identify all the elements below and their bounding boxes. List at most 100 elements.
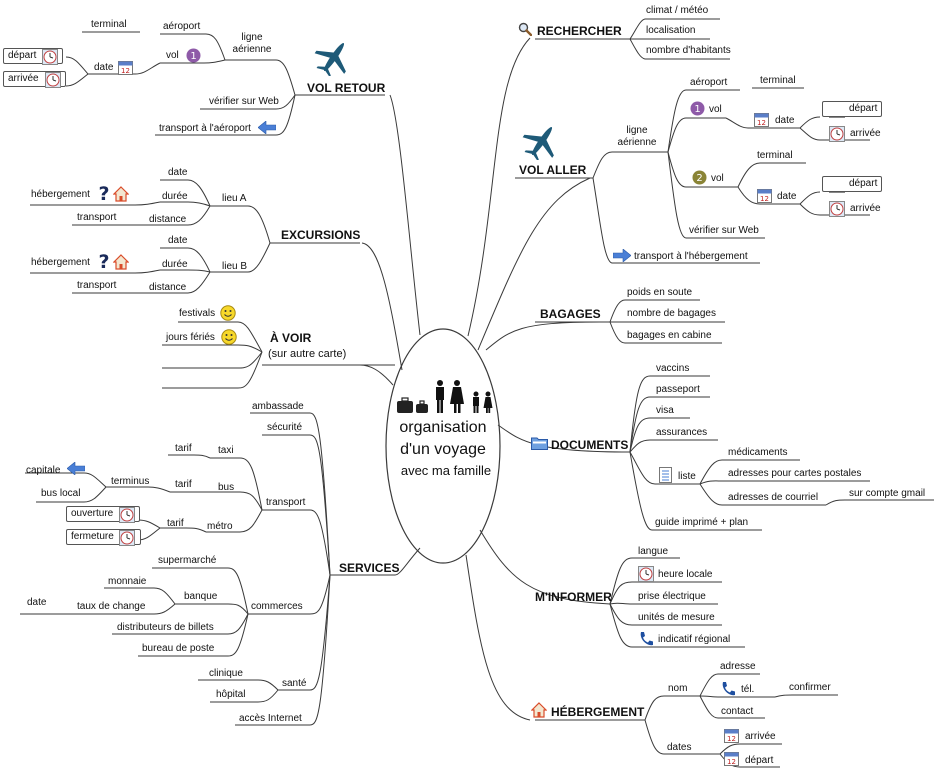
bagages-item[interactable]: bagages en cabine (627, 330, 712, 341)
vol-aller-depart2[interactable]: départ (822, 176, 883, 192)
services-ambassade[interactable]: ambassade (252, 401, 304, 412)
excursions-distance-a[interactable]: distance (149, 214, 187, 225)
services-metro[interactable]: métro (207, 521, 233, 532)
services-capitale[interactable]: capitale (26, 465, 61, 476)
documents-liste[interactable]: liste (678, 471, 696, 482)
branch-excursions[interactable]: EXCURSIONS (281, 228, 361, 242)
a-voir-item[interactable]: festivals (179, 308, 216, 319)
documents-liste-item[interactable]: médicaments (728, 447, 788, 458)
vol-aller-verifier[interactable]: vérifier sur Web (689, 225, 759, 236)
branch-bagages[interactable]: BAGAGES (540, 307, 601, 321)
minformer-item[interactable]: indicatif régional (658, 634, 731, 645)
vol-retour-date[interactable]: date (94, 62, 114, 73)
bagages-item[interactable]: nombre de bagages (627, 308, 716, 319)
services-tarif-metro[interactable]: tarif (167, 518, 184, 529)
branch-vol-aller[interactable]: VOL ALLER (519, 163, 587, 177)
excursions-hebergement-b[interactable]: hébergement (31, 257, 90, 268)
excursions-transport-a[interactable]: transport (77, 212, 117, 223)
documents-liste-item[interactable]: adresses de courriel (728, 492, 819, 503)
branch-minformer[interactable]: M'INFORMER (535, 590, 612, 604)
branch-services[interactable]: SERVICES (339, 561, 400, 575)
hebergement-adresse[interactable]: adresse (720, 661, 756, 672)
rechercher-item[interactable]: climat / météo (646, 5, 709, 16)
vol-aller-aeroport[interactable]: aéroport (690, 77, 728, 88)
services-clinique[interactable]: clinique (209, 668, 243, 679)
excursions-lieu-a[interactable]: lieu A (222, 193, 247, 204)
vol-aller-transport[interactable]: transport à l'hébergement (634, 251, 748, 262)
vol-retour-transport[interactable]: transport à l'aéroport (159, 123, 251, 134)
hebergement-dates[interactable]: dates (667, 742, 692, 753)
excursions-hebergement-a[interactable]: hébergement (31, 189, 90, 200)
vol-retour-aeroport[interactable]: aéroport (163, 21, 201, 32)
services-commerces[interactable]: commerces (251, 601, 303, 612)
services-tarif-taxi[interactable]: tarif (175, 443, 192, 454)
vol-aller-terminal[interactable]: terminal (760, 75, 796, 86)
branch-a-voir[interactable]: À VOIR (270, 331, 312, 345)
services-taux[interactable]: taux de change (77, 601, 146, 612)
hebergement-nom[interactable]: nom (668, 683, 688, 694)
minformer-item[interactable]: heure locale (658, 569, 713, 580)
vol-aller-vol2[interactable]: vol (711, 173, 724, 184)
documents-item[interactable]: vaccins (656, 363, 690, 374)
excursions-lieu-b[interactable]: lieu B (222, 261, 248, 272)
vol-retour-verifier[interactable]: vérifier sur Web (209, 96, 279, 107)
excursions-transport-b[interactable]: transport (77, 280, 117, 291)
services-distributeurs[interactable]: distributeurs de billets (117, 622, 214, 633)
services-bus-local[interactable]: bus local (41, 488, 81, 499)
documents-guide[interactable]: guide imprimé + plan (655, 517, 749, 528)
excursions-date-b[interactable]: date (168, 235, 188, 246)
services-monnaie[interactable]: monnaie (108, 576, 147, 587)
services-sante[interactable]: santé (282, 678, 307, 689)
phone-icon (720, 681, 736, 702)
rechercher-item[interactable]: nombre d'habitants (646, 45, 731, 56)
vol-aller-ligne[interactable]: ligne aérienne (617, 125, 657, 148)
branch-hebergement[interactable]: HÉBERGEMENT (551, 705, 645, 719)
documents-item[interactable]: passeport (656, 384, 700, 395)
services-taxi[interactable]: taxi (218, 445, 234, 456)
hebergement-arrivee[interactable]: arrivée (745, 731, 776, 742)
calendar-icon: 12 (757, 188, 772, 208)
vol-retour-vol[interactable]: vol (166, 50, 179, 61)
vol-retour-terminal[interactable]: terminal (91, 19, 127, 30)
branch-documents[interactable]: DOCUMENTS (551, 438, 629, 452)
rechercher-item[interactable]: localisation (646, 25, 696, 36)
bagages-item[interactable]: poids en soute (627, 287, 693, 298)
a-voir-item[interactable]: jours fériés (166, 332, 215, 343)
minformer-item[interactable]: langue (638, 546, 669, 557)
branch-rechercher[interactable]: RECHERCHER (537, 24, 622, 38)
documents-liste-item[interactable]: adresses pour cartes postales (728, 468, 862, 479)
services-bus[interactable]: bus (218, 482, 235, 493)
services-internet[interactable]: accès Internet (239, 713, 302, 724)
vol-aller-vol1[interactable]: vol (709, 104, 722, 115)
vol-aller-date1[interactable]: date (775, 115, 795, 126)
vol-retour-ligne[interactable]: ligne aérienne (232, 32, 272, 55)
vol-aller-arrivee1[interactable]: arrivée (850, 128, 881, 139)
excursions-date-a[interactable]: date (168, 167, 188, 178)
excursions-duree-a[interactable]: durée (162, 191, 188, 202)
services-tarif-bus[interactable]: tarif (175, 479, 192, 490)
hebergement-confirmer[interactable]: confirmer (789, 682, 831, 693)
vol-aller-terminal2[interactable]: terminal (757, 150, 793, 161)
minformer-item[interactable]: prise électrique (638, 591, 706, 602)
services-transport[interactable]: transport (266, 497, 306, 508)
vol-aller-arrivee2[interactable]: arrivée (850, 203, 881, 214)
minformer-item[interactable]: unités de mesure (638, 612, 715, 623)
documents-gmail[interactable]: sur compte gmail (849, 488, 926, 499)
services-hopital[interactable]: hôpital (216, 689, 246, 700)
hebergement-tel[interactable]: tél. (741, 684, 755, 695)
services-poste[interactable]: bureau de poste (142, 643, 215, 654)
vol-aller-date2[interactable]: date (777, 191, 797, 202)
documents-item[interactable]: visa (656, 405, 674, 416)
vol-aller-depart1[interactable]: départ (822, 101, 883, 117)
excursions-distance-b[interactable]: distance (149, 282, 187, 293)
services-securite[interactable]: sécurité (267, 422, 303, 433)
services-date[interactable]: date (27, 597, 47, 608)
hebergement-depart[interactable]: départ (745, 755, 774, 766)
excursions-duree-b[interactable]: durée (162, 259, 188, 270)
services-supermarche[interactable]: supermarché (158, 555, 217, 566)
services-banque[interactable]: banque (184, 591, 218, 602)
hebergement-contact[interactable]: contact (721, 706, 754, 717)
documents-item[interactable]: assurances (656, 427, 708, 438)
services-terminus[interactable]: terminus (111, 476, 150, 487)
branch-vol-retour[interactable]: VOL RETOUR (307, 81, 386, 95)
